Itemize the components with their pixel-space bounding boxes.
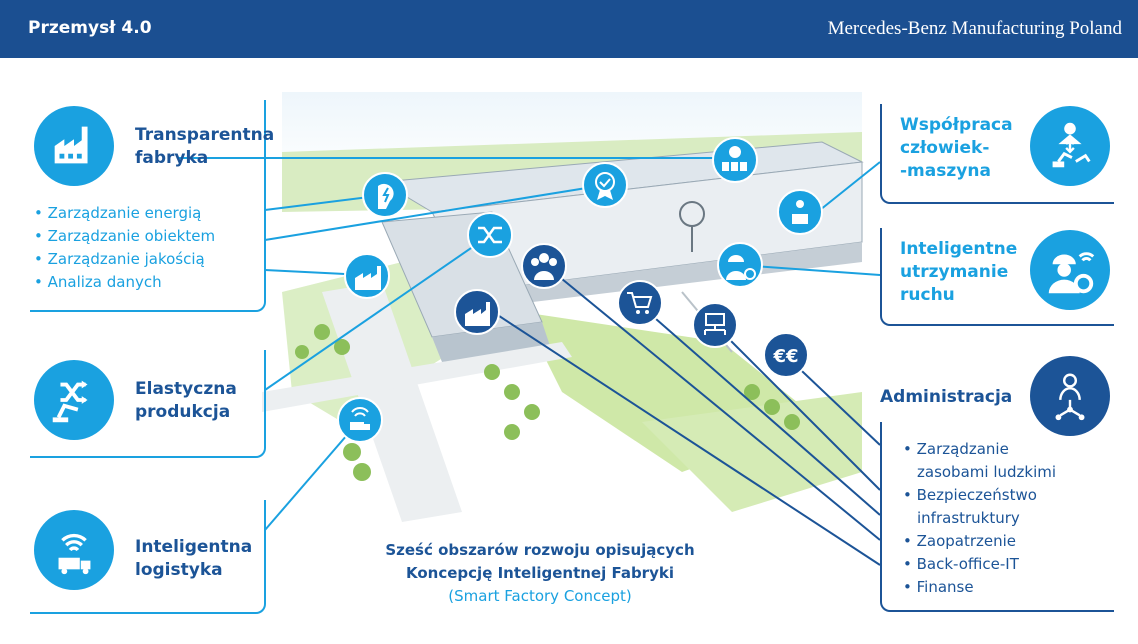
list-item: Analiza danych — [34, 271, 215, 294]
caption-line3: (Smart Factory Concept) — [448, 587, 632, 605]
flexible-production-title-line1: Elastyczna — [135, 379, 237, 399]
transparent-factory-title-line2: fabryka — [135, 148, 209, 168]
page-title: Przemysł 4.0 — [28, 18, 152, 38]
list-item: Zaopatrzenie — [903, 530, 1056, 553]
factory-icon — [34, 106, 114, 186]
maintenance-title-line3: ruchu — [900, 285, 955, 305]
admin-network-icon — [1030, 356, 1110, 436]
maintenance-frame — [880, 228, 1114, 326]
worker-gear-icon — [1030, 230, 1110, 310]
caption-line2: Koncepcję Inteligentnej Fabryki — [406, 564, 674, 582]
flexible-production-title-line2: produkcja — [135, 402, 231, 422]
human-machine-title-line1: Współpraca — [900, 115, 1013, 135]
transparent-factory-title: Transparentna fabryka — [135, 124, 274, 170]
human-machine-title: Współpraca człowiek- -maszyna — [900, 114, 1013, 183]
list-item: Bezpieczeństwo — [903, 484, 1056, 507]
caption: Sześć obszarów rozwoju opisujących Konce… — [340, 539, 740, 608]
maintenance-title: Inteligentne utrzymanie ruchu — [900, 238, 1017, 307]
human-machine-frame — [880, 104, 1114, 204]
transparent-factory-title-line1: Transparentna — [135, 125, 275, 145]
human-machine-title-line3: -maszyna — [900, 161, 991, 181]
list-item: Zarządzanie energią — [34, 202, 215, 225]
list-item: Finanse — [903, 576, 1056, 599]
brand-name: Mercedes-Benz Manufacturing Poland — [827, 18, 1122, 39]
administration-title: Administracja — [880, 387, 1013, 407]
maintenance-title-line1: Inteligentne — [900, 239, 1018, 259]
robot-arm-shuffle-icon — [34, 360, 114, 440]
flexible-production-frame — [30, 350, 266, 458]
administration-frame — [880, 422, 1114, 612]
intelligent-logistics-title-line1: Inteligentna — [135, 537, 253, 557]
flexible-production-title: Elastyczna produkcja — [135, 378, 237, 424]
intelligent-logistics-frame — [30, 500, 266, 614]
list-item: Back-office-IT — [903, 553, 1056, 576]
transparent-factory-list: Zarządzanie energią Zarządzanie obiektem… — [34, 202, 215, 294]
header-bar: Przemysł 4.0 Mercedes-Benz Manufacturing… — [0, 0, 1138, 58]
intelligent-logistics-title-line2: logistyka — [135, 560, 223, 580]
list-item: zasobami ludzkimi — [917, 463, 1057, 481]
transparent-factory-frame — [30, 100, 266, 312]
list-item: Zarządzanie obiektem — [34, 225, 215, 248]
human-robot-icon — [1030, 106, 1110, 186]
intelligent-logistics-title: Inteligentna logistyka — [135, 536, 252, 582]
list-item: Zarządzanie — [903, 438, 1056, 461]
administration-list: Zarządzanie zasobami ludzkimi Bezpieczeń… — [903, 438, 1056, 599]
list-item: infrastruktury — [917, 509, 1020, 527]
caption-line1: Sześć obszarów rozwoju opisujących — [385, 541, 695, 559]
list-item: Zarządzanie jakością — [34, 248, 215, 271]
human-machine-title-line2: człowiek- — [900, 138, 990, 158]
factory-illustration — [262, 92, 864, 522]
maintenance-title-line2: utrzymanie — [900, 262, 1009, 282]
wifi-truck-icon — [34, 510, 114, 590]
